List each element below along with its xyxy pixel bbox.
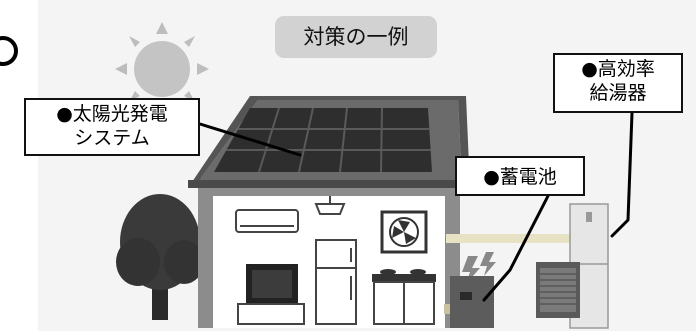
water-pipe [446, 234, 570, 243]
water-heater-leader [610, 111, 634, 238]
water-heater-label: ●高効率 給湯器 [553, 53, 683, 113]
television-icon [237, 264, 305, 325]
lamp-icon [314, 196, 346, 215]
edge-circle-mark [0, 36, 18, 66]
battery-unit [444, 276, 494, 328]
water-heater-label-line2: 給湯器 [589, 82, 647, 104]
solar-label-line2: システム [74, 127, 150, 149]
battery-leader [482, 194, 550, 302]
heat-pump-unit [536, 262, 580, 318]
solar-power-label: ●太陽光発電 システム [24, 98, 200, 156]
battery-label: ●蓄電池 [455, 156, 585, 196]
battery-label-line1: ●蓄電池 [483, 166, 557, 188]
header-title: 対策の一例 [275, 16, 437, 58]
stove-icon [372, 269, 436, 325]
solar-label-line1: ●太陽光発電 [56, 103, 168, 125]
refrigerator-icon [315, 239, 357, 325]
water-heater-label-line1: ●高効率 [581, 58, 655, 80]
air-conditioner-icon [235, 209, 299, 233]
ventilation-fan-icon [380, 210, 428, 254]
electricity-icon [462, 252, 496, 284]
tree-icon [116, 194, 204, 320]
solar-leader [198, 122, 302, 157]
solar-panel [214, 107, 432, 173]
leader-lines [198, 111, 634, 302]
